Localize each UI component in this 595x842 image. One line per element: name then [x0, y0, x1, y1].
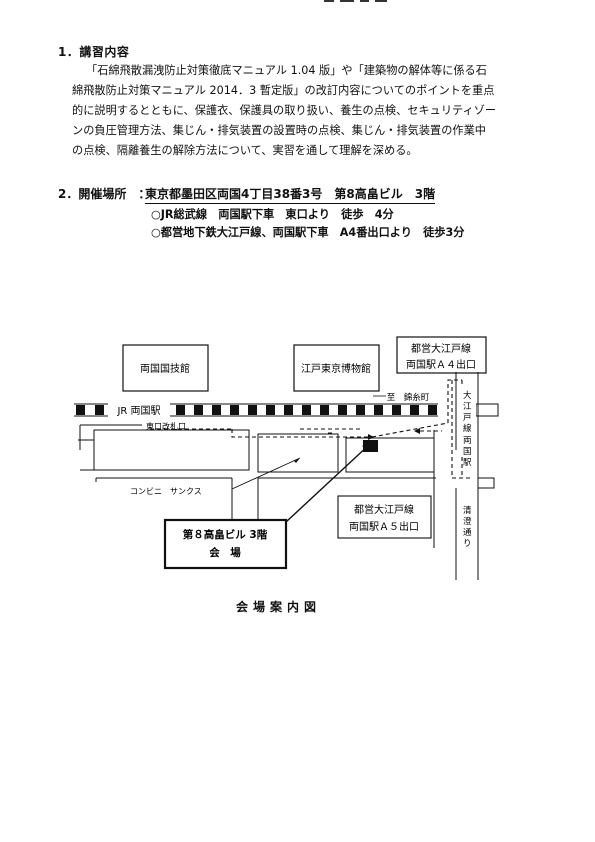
- venue-line2: 会 場: [209, 546, 241, 559]
- a4-line2: 両国駅Ａ４出口: [406, 358, 476, 371]
- section-1-line: の点検、隔離養生の解除方法について、実習を通して理解を深める。: [72, 144, 418, 157]
- ryogoku-vertical-label: 両国駅: [463, 436, 472, 468]
- access-oedo: ○都営地下鉄大江戸線、両国駅下車 A4番出口より 徒歩3分: [151, 226, 465, 239]
- a5-line1: 都営大江戸線: [354, 503, 414, 516]
- city-block: [257, 433, 339, 473]
- top-edge-fragment: [324, 0, 402, 3]
- oedo-vertical-label: 大江戸線: [463, 390, 472, 434]
- rail-hatch: [76, 405, 437, 415]
- city-block: [93, 429, 250, 471]
- a4-exit-box: [396, 336, 487, 374]
- venue-line1: 第８高畠ビル 3階: [183, 528, 268, 541]
- city-block: [345, 437, 435, 473]
- to-kinshicho-label: 至 錦糸町: [387, 392, 430, 403]
- museum-label: 江戸東京博物館: [301, 362, 371, 375]
- convenience-label: コンビニ サンクス: [130, 487, 202, 496]
- section-1-title: 1．講習内容: [58, 45, 130, 59]
- section-2-title: 2．開催場所 ：: [58, 187, 151, 201]
- section-1-line: ンの負圧管理方法、集じん・排気装置の設置時の点検、集じん・排気装置の作業中: [72, 124, 486, 137]
- east-gate-label: 東口改札口: [146, 421, 186, 431]
- jr-station-label: JR 両国駅: [116, 405, 160, 417]
- rail-east-end: [475, 403, 499, 417]
- museum-building: [293, 344, 380, 392]
- venue-box: [163, 518, 288, 570]
- a4-line1: 都営大江戸線: [411, 342, 471, 355]
- kokugikan-building: [122, 344, 209, 392]
- a5-exit-box: [337, 495, 432, 539]
- section-1-line: 的に説明するとともに、保護衣、保護具の取り扱い、養生の点検、セキュリティゾー: [72, 104, 497, 117]
- a5-line2: 両国駅Ａ５出口: [349, 520, 419, 533]
- section-1-line: 綿飛散防止対策マニュアル 2014．3 暫定版」の改訂内容についてのポイントを重…: [72, 84, 495, 97]
- kiyosumi-label: 清澄通り: [463, 505, 472, 549]
- section-1-line: 「石綿飛散漏洩防止対策徹底マニュアル 1.04 版」や「建築物の解体等に係る石: [86, 64, 487, 77]
- map-caption: 会場案内図: [236, 600, 322, 614]
- kokugikan-label: 両国国技館: [140, 362, 190, 375]
- access-jr: ○JR総武線 両国駅下車 東口より 徒歩 4分: [151, 208, 394, 221]
- venue-address: 東京都墨田区両国4丁目38番3号 第8高畠ビル 3階: [145, 185, 436, 204]
